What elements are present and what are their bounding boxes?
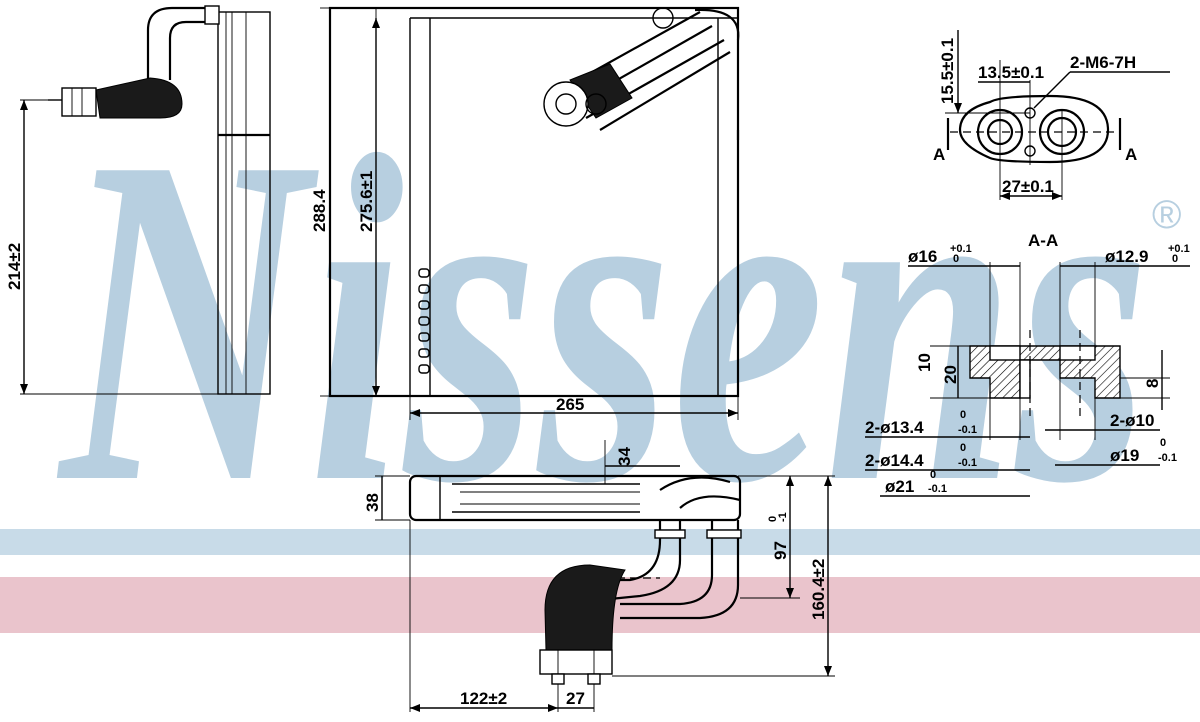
- watermark-logo-text: Nissens: [55, 59, 1150, 580]
- dim-outlet-depth: 97: [771, 541, 790, 560]
- section-marker-left: A: [933, 145, 945, 164]
- section-a-a: A-A ø16 +0.1 0 ø12.9 +0.1 0 10 20: [865, 231, 1190, 497]
- side-view: 214±2: [5, 5, 271, 395]
- dim-total-depth: 160.4±2: [809, 559, 828, 620]
- dim-pipe-offset: 34: [615, 447, 634, 466]
- svg-text:-0.1: -0.1: [928, 483, 947, 495]
- dim-diameter-left: ø16: [908, 247, 937, 266]
- dim-side-height: 214±2: [5, 243, 24, 290]
- svg-text:-0.1: -0.1: [1158, 452, 1177, 464]
- dim-depth-10: 10: [915, 353, 934, 372]
- dim-flange-hole-offset: 13.5±0.1: [978, 63, 1044, 82]
- dim-diameter-right: ø12.9: [1105, 247, 1148, 266]
- dim-flange-thread: 2-M6-7H: [1070, 53, 1136, 72]
- section-marker-right: A: [1125, 145, 1137, 164]
- dim-flange-height: 15.5±0.1: [938, 38, 957, 104]
- dim-pipe-position: 122±2: [460, 689, 507, 708]
- dim-outer-2: ø19: [1110, 446, 1139, 465]
- dim-width: 265: [556, 395, 584, 414]
- dim-pipe-width: 27: [566, 689, 585, 708]
- top-view: 38 34 97 0 -1 160.4±2 122±2 27: [363, 440, 835, 712]
- svg-text:+0.1: +0.1: [1168, 243, 1190, 255]
- dim-thickness: 38: [363, 493, 382, 512]
- watermark-blue-bar: [0, 529, 1200, 555]
- svg-text:+0.1: +0.1: [950, 243, 972, 255]
- svg-text:0: 0: [953, 253, 959, 265]
- dim-bore-2: 2-ø14.4: [865, 451, 924, 470]
- dim-flange-spacing: 27±0.1: [1002, 177, 1054, 196]
- svg-text:-1: -1: [777, 512, 789, 522]
- section-title: A-A: [1028, 231, 1058, 250]
- dim-outer: ø21: [885, 477, 914, 496]
- dim-bore-1: 2-ø13.4: [865, 418, 924, 437]
- svg-text:0: 0: [930, 469, 936, 481]
- drain-holes: [418, 268, 430, 374]
- svg-text:0: 0: [960, 442, 966, 454]
- svg-text:0: 0: [1172, 253, 1178, 265]
- registered-mark: ®: [1152, 193, 1181, 237]
- svg-text:0: 0: [1160, 437, 1166, 449]
- svg-text:-0.1: -0.1: [958, 457, 977, 469]
- dim-depth-8: 8: [1143, 379, 1162, 388]
- front-view: 288.4 275.6±1 265: [310, 6, 740, 420]
- dim-front-height: 288.4: [310, 189, 329, 232]
- svg-text:-0.1: -0.1: [958, 424, 977, 436]
- flange-view: 15.5±0.1 13.5±0.1 2-M6-7H 27±0.1 A A: [933, 30, 1170, 200]
- svg-text:0: 0: [960, 409, 966, 421]
- dim-bore-3: 2-ø10: [1110, 411, 1154, 430]
- svg-text:0: 0: [767, 516, 779, 522]
- dim-core-height: 275.6±1: [357, 171, 376, 232]
- dim-depth-20: 20: [941, 365, 960, 384]
